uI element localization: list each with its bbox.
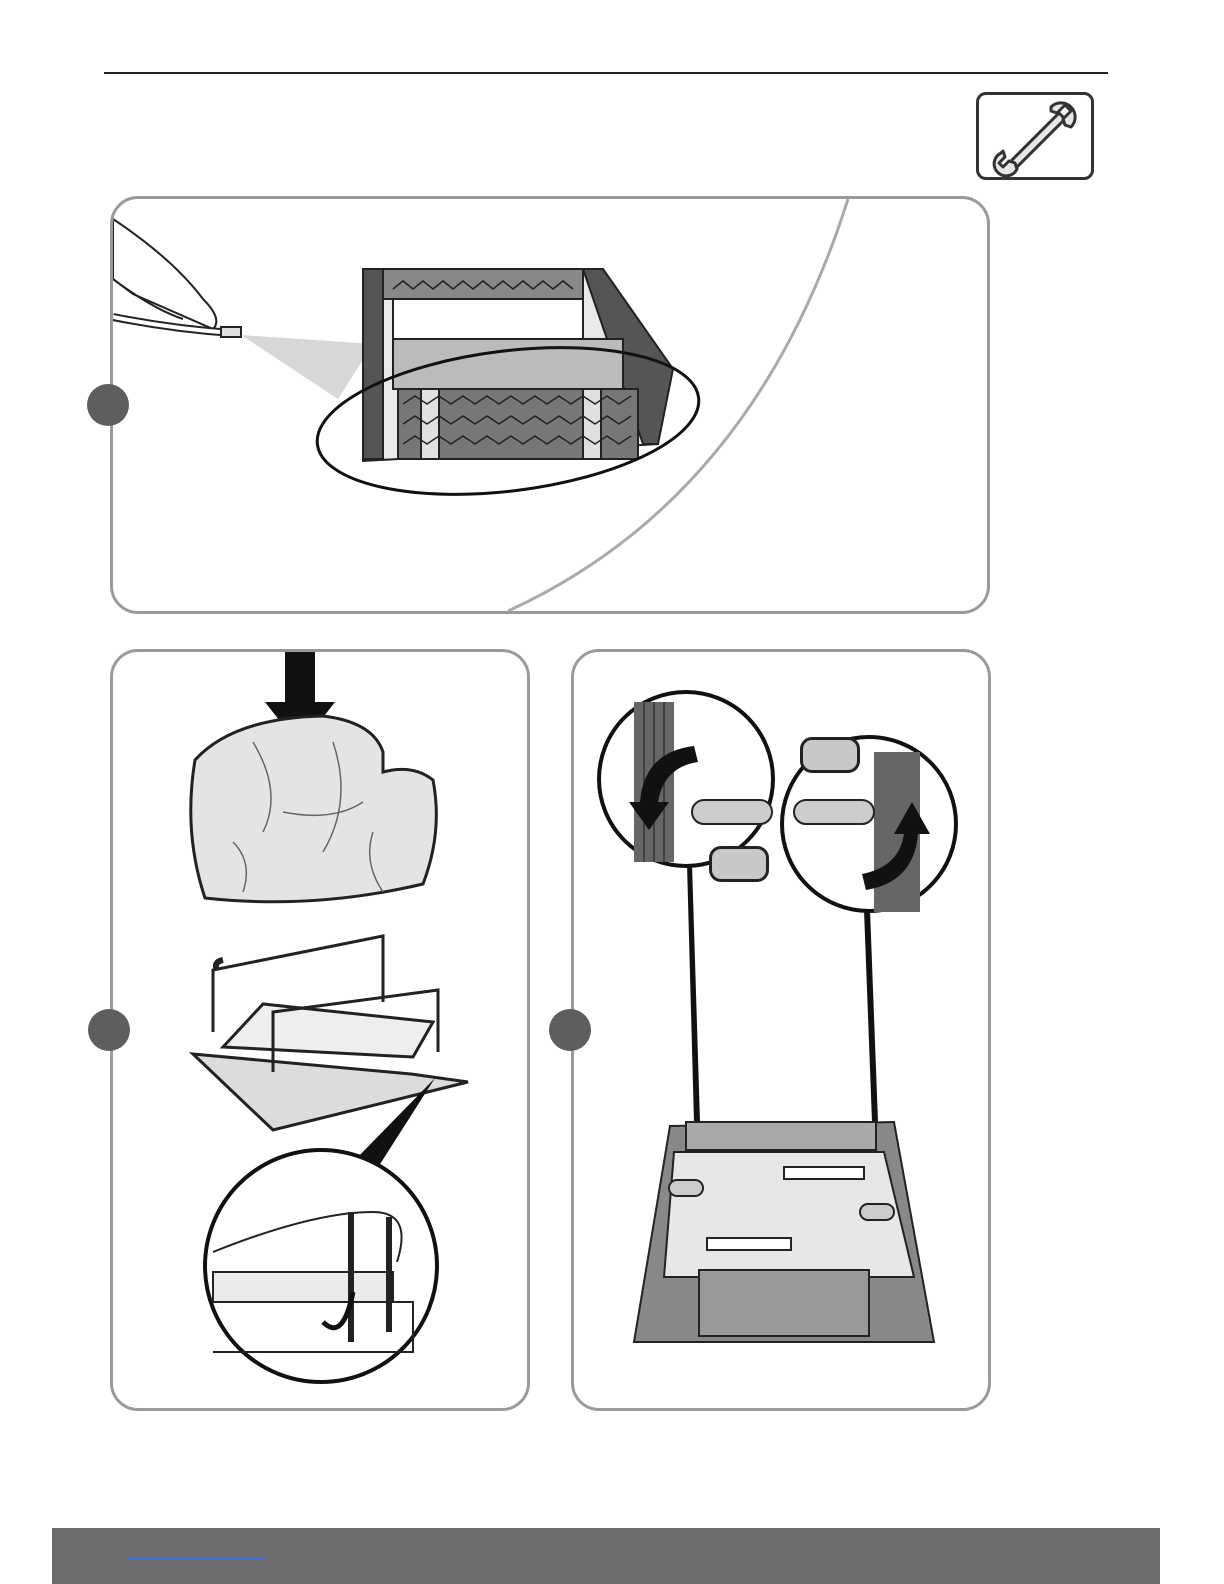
footer-bar (52, 1528, 1160, 1584)
step-marker-latches (549, 1009, 591, 1051)
header-rule (104, 72, 1108, 74)
step-panel-latches (571, 649, 991, 1411)
robot-rinse-illustration (113, 199, 987, 611)
step-marker-filter (88, 1009, 130, 1051)
step-panel-filter (110, 649, 530, 1411)
step-panel-rinse (110, 196, 990, 614)
callout-badge (800, 737, 860, 773)
filter-frame-illustration (193, 936, 468, 1130)
left-latch-magnifier (599, 692, 773, 866)
filter-bag-illustration (191, 716, 437, 902)
robot-body (363, 269, 673, 461)
water-spray (241, 335, 373, 399)
step-marker-rinse (87, 384, 129, 426)
maintenance-badge (976, 92, 1094, 180)
callout-badge (709, 846, 769, 882)
detail-magnifier (205, 1150, 437, 1382)
filter-reinstall-illustration (113, 652, 527, 1408)
robot-body (634, 1122, 934, 1342)
footer-link[interactable] (128, 1558, 266, 1560)
wrench-icon (979, 95, 1091, 177)
robot-latch-illustration (574, 652, 988, 1408)
